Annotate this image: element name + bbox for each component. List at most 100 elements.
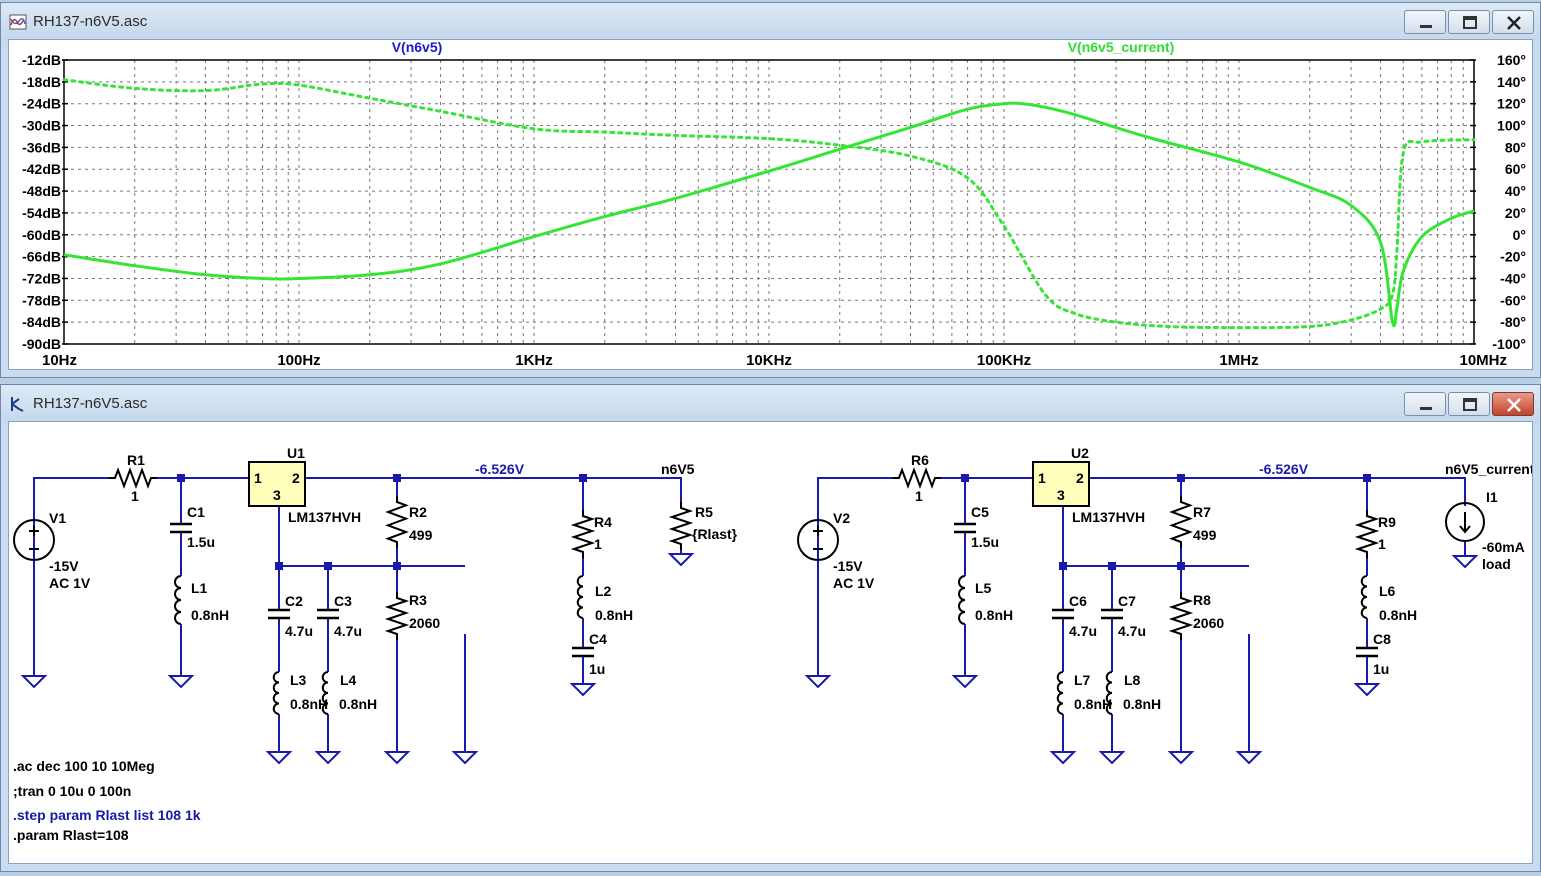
ground-symbol (667, 553, 695, 567)
y-left-tick-label: -48dB (22, 183, 61, 199)
junction-dot (393, 562, 401, 570)
close-button[interactable] (1492, 392, 1534, 416)
label-l3: L3 (290, 672, 307, 688)
inductor-symbol (958, 575, 966, 625)
minimize-icon (1420, 25, 1432, 28)
maximize-button[interactable] (1448, 10, 1490, 34)
trace-label-v-n6v5[interactable]: V(n6v5) (392, 40, 443, 55)
y-right-tick-label: -40° (1500, 270, 1526, 286)
y-right-tick-label: 140° (1497, 74, 1526, 90)
ground-symbol (1353, 683, 1381, 697)
plot-title-bar[interactable]: RH137-n6V5.asc (1, 3, 1540, 41)
ground-symbol (383, 751, 411, 765)
resistor-symbol (668, 502, 694, 550)
close-button[interactable] (1492, 10, 1534, 34)
y-left-tick-label: -30dB (22, 118, 61, 134)
x-tick-label: 10KHz (746, 352, 792, 369)
value-i1: -60mA (1482, 539, 1525, 555)
value-l1: 0.8nH (191, 607, 229, 623)
current-arrow-icon (1459, 512, 1471, 534)
junction-dot (1177, 474, 1185, 482)
value-l7: 0.8nH (1074, 696, 1112, 712)
minimize-icon (1420, 407, 1432, 410)
schematic-icon (11, 397, 24, 412)
value-r8: 2060 (1193, 615, 1224, 631)
value-r4: 1 (594, 536, 602, 552)
y-left-tick-label: -78dB (22, 292, 61, 308)
maximize-button[interactable] (1448, 392, 1490, 416)
ground-symbol (451, 751, 479, 765)
minimize-button[interactable] (1404, 392, 1446, 416)
schematic-window-title: RH137-n6V5.asc (33, 395, 148, 412)
value2-i1: load (1482, 556, 1511, 572)
inductor-symbol (576, 575, 584, 619)
value-c5: 1.5u (971, 534, 999, 550)
minimize-button[interactable] (1404, 10, 1446, 34)
capacitor-symbol (1101, 608, 1123, 620)
regulator-symbol (1032, 461, 1090, 507)
inductor-symbol (1360, 575, 1368, 619)
label-r5: R5 (695, 504, 713, 520)
value-c1: 1.5u (187, 534, 215, 550)
value-r9: 1 (1378, 536, 1386, 552)
plot-grid (63, 59, 1475, 345)
plot-frame (63, 59, 1475, 345)
label-i1: I1 (1486, 489, 1498, 505)
wire (817, 477, 893, 562)
label-c3: C3 (334, 593, 352, 609)
close-icon (1507, 398, 1521, 412)
y-right-tick-label: -100° (1492, 336, 1526, 352)
junction-dot (579, 474, 587, 482)
label-r3: R3 (409, 592, 427, 608)
value-c8: 1u (1373, 661, 1389, 677)
y-right-tick-label: -60° (1500, 292, 1526, 308)
trace-label-v-n6v5-current[interactable]: V(n6v5_current) (1068, 40, 1175, 55)
ground-symbol (1451, 555, 1479, 569)
label-l7: L7 (1074, 672, 1091, 688)
value-r5: {Rlast} (692, 526, 738, 542)
spice-directive: ;tran 0 10u 0 100n (13, 783, 131, 799)
pin-label: 3 (1057, 487, 1065, 503)
inductor-symbol (1105, 671, 1113, 715)
inductor-symbol (321, 671, 329, 715)
spice-directive: .step param Rlast list 108 1k (13, 807, 201, 823)
waveform-icon (9, 14, 27, 30)
y-right-tick-label: -20° (1500, 249, 1526, 265)
label-c6: C6 (1069, 593, 1087, 609)
plot-pane[interactable]: -12dB-18dB-24dB-30dB-36dB-42dB-48dB-54dB… (8, 39, 1533, 370)
value-l3: 0.8nH (290, 696, 328, 712)
label-l2: L2 (595, 583, 612, 599)
label-u1: U1 (287, 445, 305, 461)
ground-symbol (951, 675, 979, 689)
capacitor-symbol (170, 522, 192, 534)
value-r6: 1 (915, 488, 923, 504)
inductor-symbol (1056, 671, 1064, 715)
value-l6: 0.8nH (1379, 607, 1417, 623)
polarity-marks (813, 526, 823, 550)
bode-plot[interactable]: -12dB-18dB-24dB-30dB-36dB-42dB-48dB-54dB… (9, 40, 1533, 370)
y-right-tick-label: 40° (1505, 183, 1526, 199)
y-left-tick-label: -42dB (22, 161, 61, 177)
wire (33, 477, 109, 562)
phase-trace-v-n6v5-current (62, 78, 1476, 330)
y-axis-left-labels: -12dB-18dB-24dB-30dB-36dB-42dB-48dB-54dB… (22, 52, 68, 352)
ground-symbol (569, 683, 597, 697)
resistor-symbol (385, 496, 409, 548)
y-left-tick-label: -60dB (22, 227, 61, 243)
junction-dot (1108, 562, 1116, 570)
x-tick-label: 10Hz (42, 352, 77, 369)
schematic-title-bar[interactable]: RH137-n6V5.asc (1, 385, 1540, 423)
net-voltage-label: -6.526V (1259, 461, 1309, 477)
x-tick-label: 1KHz (515, 352, 553, 369)
net-name-label: n6V5 (661, 461, 695, 477)
y-left-tick-label: -66dB (22, 249, 61, 265)
close-icon (1507, 16, 1521, 30)
net-name-label: n6V5_current (1445, 461, 1533, 477)
ground-symbol (167, 675, 195, 689)
value-l4: 0.8nH (339, 696, 377, 712)
junction-dot (393, 474, 401, 482)
